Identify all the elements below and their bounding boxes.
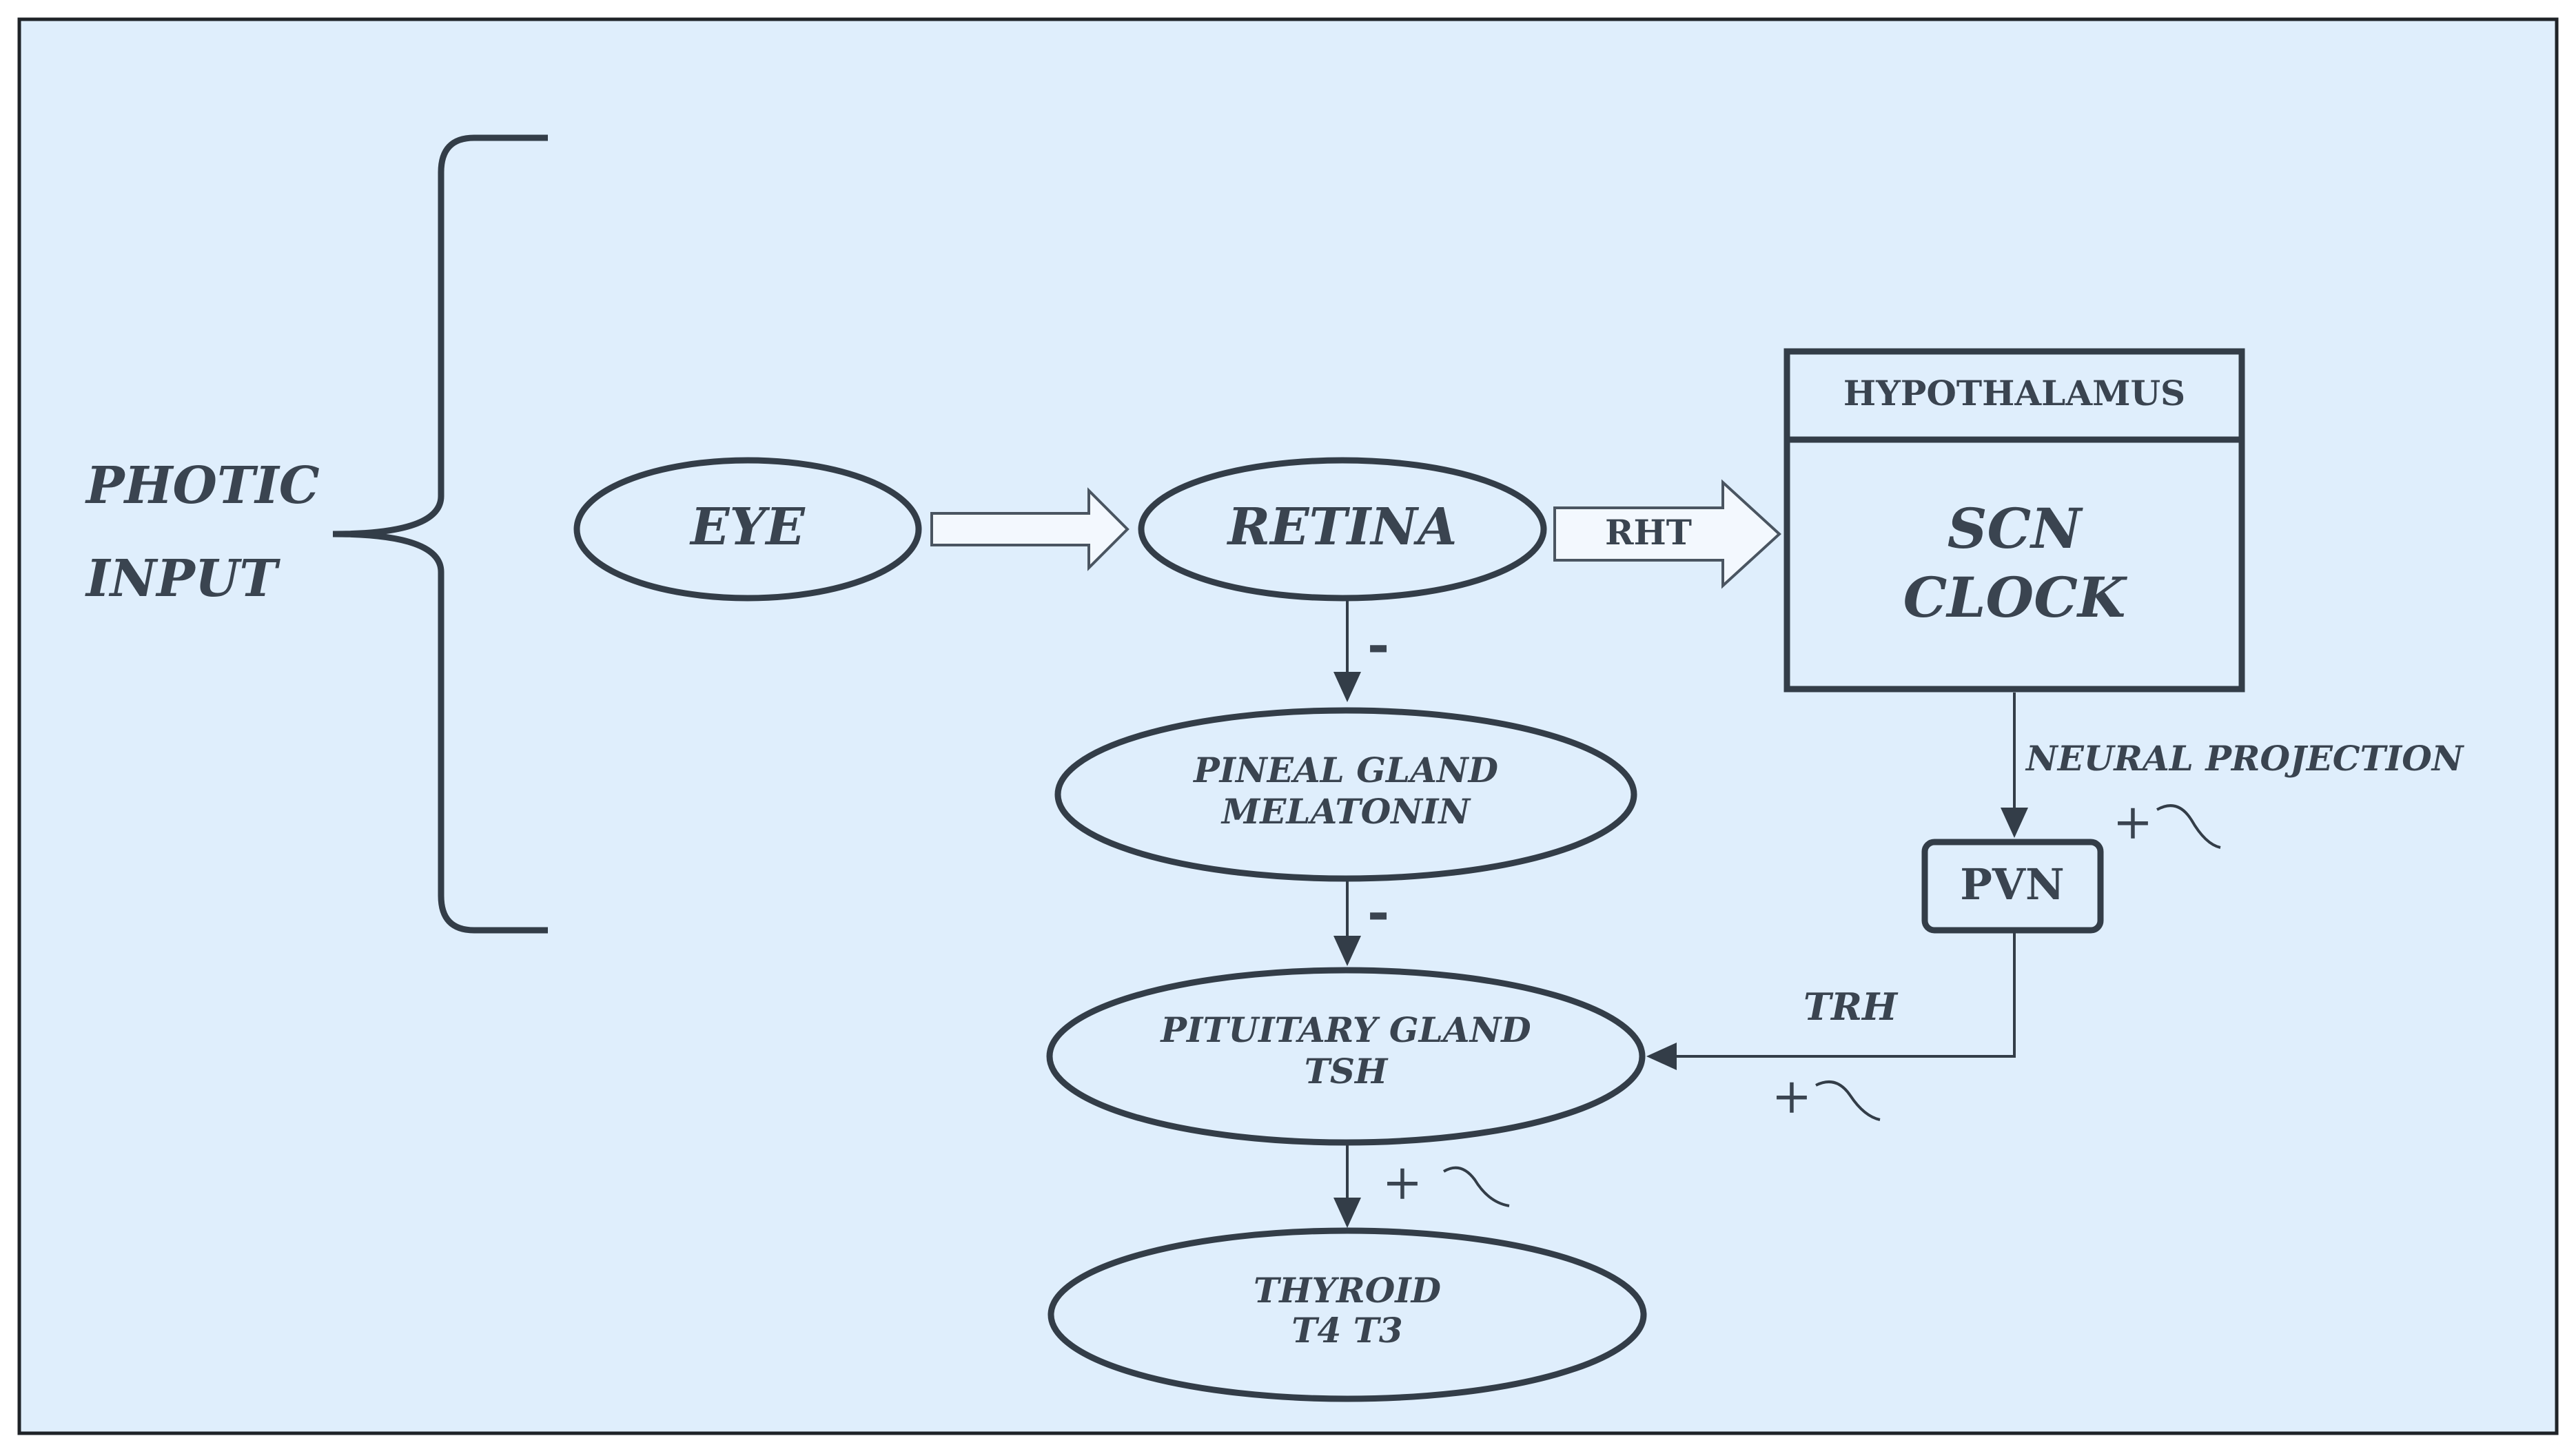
scn-to-pvn-sign: + [2113, 794, 2154, 850]
pituitary-label-line2: TSH [1305, 1051, 1389, 1091]
rht-label: RHT [1605, 512, 1692, 553]
eye-label: EYE [689, 498, 806, 557]
input-curly-brace [332, 134, 548, 934]
neural-projection-label: NEURAL PROJECTION [2025, 738, 2465, 779]
pvn-label: PVN [1960, 859, 2064, 910]
retina-node [1138, 457, 1547, 602]
retina-to-pineal-sign: - [1367, 613, 1389, 676]
thyroid-label-line1: THYROID [1254, 1270, 1441, 1311]
pvn-box [1921, 839, 2104, 934]
pineal-label-line2: MELATONIN [1220, 791, 1472, 832]
pituitary-to-thyroid-sign: + [1382, 1154, 1423, 1211]
pvn-to-pituitary-sign: + [1772, 1068, 1812, 1125]
photic-input-label-line2: INPUT [85, 549, 280, 608]
trh-label: TRH [1803, 985, 1899, 1029]
diagram-frame [17, 17, 2559, 1435]
eye-node [573, 457, 922, 602]
scn-label-line2: CLOCK [1903, 565, 2128, 630]
pituitary-label-line1: PITUITARY GLAND [1159, 1009, 1531, 1050]
pvn-to-pituitary-tilde [1815, 1080, 1881, 1121]
thyroid-label-line2: T4 T3 [1291, 1310, 1402, 1351]
hypothalamus-header-label: HYPOTHALAMUS [1843, 373, 2185, 413]
pvn-to-pituitary-arrow [1646, 932, 2016, 1070]
retina-label: RETINA [1227, 498, 1458, 557]
eye-to-retina-arrow [930, 487, 1129, 571]
pituitary-to-thyroid-tilde [1442, 1166, 1510, 1207]
pituitary-gland-node [1046, 967, 1646, 1146]
hypothalamus-box [1783, 348, 2245, 693]
scn-label-line1: SCN [1948, 496, 2083, 561]
pineal-gland-node [1054, 707, 1637, 882]
thyroid-node [1047, 1227, 1647, 1402]
pineal-to-pituitary-sign: - [1367, 881, 1389, 943]
scn-to-pvn-tilde [2156, 804, 2221, 849]
photic-input-label-line1: PHOTIC [85, 456, 320, 515]
rht-arrow [1553, 479, 1781, 589]
pineal-label-line1: PINEAL GLAND [1192, 750, 1498, 790]
